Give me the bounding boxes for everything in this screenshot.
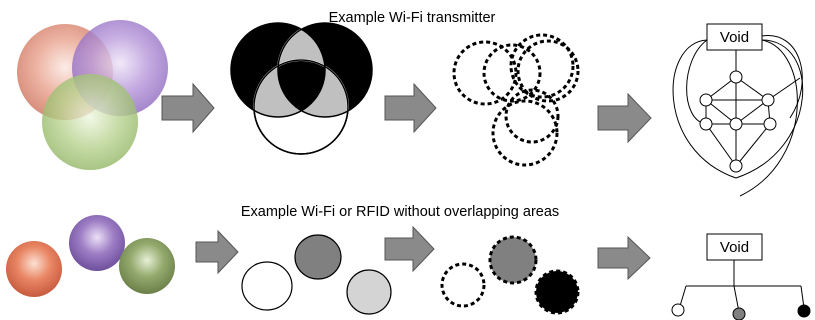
void-tree: Void (671, 233, 811, 320)
graph-node (763, 117, 777, 131)
graph-node (729, 159, 743, 173)
void-label: Void (720, 29, 749, 46)
dashed-circle (504, 88, 560, 144)
overlapping-spheres (17, 20, 168, 170)
separate-spheres (6, 215, 175, 297)
arrow-icon (161, 82, 215, 134)
separate-regions (241, 234, 392, 315)
light-gray-region (346, 269, 392, 315)
dashed-circle (482, 43, 542, 103)
void-box (706, 23, 763, 51)
top-row-caption: Example Wi-Fi transmitter (329, 10, 496, 26)
dark-gray-region (294, 234, 342, 280)
arrow-icon (597, 235, 651, 281)
dashed-overlapping-circles (452, 33, 580, 167)
dashed-circle (491, 99, 559, 167)
arrow-icon (384, 82, 437, 134)
white-region (241, 261, 293, 311)
red-sphere (6, 241, 62, 297)
dashed-separate-circles (440, 235, 580, 315)
dashed-circle (516, 39, 580, 103)
green-sphere (42, 74, 138, 170)
tree-node-gray (732, 307, 746, 320)
graph-node (729, 70, 743, 84)
graph-node (761, 93, 775, 107)
partitioned-regions (230, 22, 373, 155)
green-sphere (119, 238, 175, 294)
arrow-icon (384, 225, 435, 273)
graph-node (729, 117, 743, 131)
bottom-row-caption: Example Wi-Fi or RFID without overlappin… (241, 204, 559, 220)
graph-node (699, 93, 713, 107)
connectivity-graph: Void (672, 23, 804, 197)
tree-node-white (671, 303, 685, 317)
arrow-icon (195, 229, 239, 275)
dashed-circle (488, 235, 538, 285)
purple-sphere (69, 215, 125, 271)
void-box (706, 233, 763, 261)
dashed-circle (534, 269, 580, 315)
dashed-circle (509, 33, 575, 99)
graph-node (699, 117, 713, 131)
tree-node-black (797, 304, 811, 318)
void-label: Void (720, 239, 749, 256)
dashed-circle (452, 40, 518, 106)
dashed-circle (440, 262, 486, 308)
arrow-icon (597, 92, 652, 144)
